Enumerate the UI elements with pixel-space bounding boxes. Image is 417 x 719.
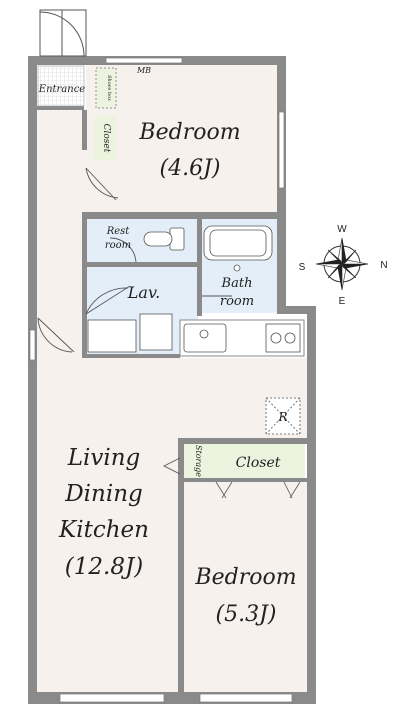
wall-rest-lav xyxy=(84,262,200,267)
interior-doors xyxy=(37,167,232,475)
wall-right-lower xyxy=(307,306,316,704)
entrance-door-frame xyxy=(39,9,87,57)
compass-star-icon xyxy=(315,237,369,291)
compass-n: N xyxy=(380,260,387,271)
bedroom-top-size: (4.6J) xyxy=(160,156,221,181)
windows xyxy=(29,57,293,703)
shoe-box xyxy=(95,67,117,109)
burner-1 xyxy=(270,332,282,344)
compass: N S E W xyxy=(299,224,388,307)
ldk-label-dining: Dining xyxy=(64,481,143,507)
burner-2 xyxy=(284,332,296,344)
window-bedroom-right xyxy=(278,111,285,189)
entrance-label: Entrance xyxy=(38,84,86,95)
washbasin-counter xyxy=(87,319,137,353)
window-bed2-bottom xyxy=(199,693,293,703)
bedroom-bottom-label: Bedroom xyxy=(194,565,296,590)
wall-entrance-bottom xyxy=(36,106,84,110)
restroom-label-2: room xyxy=(105,240,131,251)
window-ldk-bottom xyxy=(59,693,165,703)
door-bedroom-top xyxy=(85,167,119,201)
refrigerator-label: R xyxy=(277,410,287,424)
storage-label: Storage xyxy=(194,445,203,477)
closet-top-label: Closet xyxy=(101,124,111,153)
wall-closet-bottom xyxy=(178,478,308,482)
entrance-door xyxy=(39,9,87,57)
entrance-hatch xyxy=(37,65,85,107)
ldk-size: (12.8J) xyxy=(65,554,143,580)
refrigerator-x xyxy=(265,397,301,435)
door-ldk-left xyxy=(37,317,75,353)
wall-wet-bottom xyxy=(84,354,180,358)
wall-bedroom-bottom xyxy=(84,212,278,219)
compass-s: S xyxy=(299,262,306,273)
ldk-floor xyxy=(36,318,181,692)
closet-door-swings xyxy=(215,481,301,499)
bedroom-bottom-size: (5.3J) xyxy=(216,602,277,627)
wall-storage-top xyxy=(178,438,308,444)
ldk-label-kitchen: Kitchen xyxy=(58,517,149,543)
sink-drain xyxy=(199,329,209,339)
bath-drain xyxy=(233,264,241,272)
door-bed2 xyxy=(162,457,181,475)
bedroom-top-label: Bedroom xyxy=(138,120,240,145)
corridor-floor xyxy=(36,108,84,318)
wall-ldk-bedroom xyxy=(178,438,184,694)
toilet-bowl xyxy=(143,231,173,247)
wall-right-step xyxy=(277,306,316,314)
mb-label: MB xyxy=(136,66,151,75)
compass-w: W xyxy=(337,224,347,235)
storage-floor xyxy=(182,444,206,478)
closet-top-floor xyxy=(94,116,116,160)
bath-label-1: Bath xyxy=(221,276,253,291)
door-restroom xyxy=(109,237,137,263)
lav-label: Lav. xyxy=(127,283,160,302)
bedroom-bottom-floor xyxy=(184,480,307,692)
shoe-box-label: Shoes box xyxy=(106,75,112,101)
ldk-label-living: Living xyxy=(67,445,141,471)
window-left xyxy=(29,329,36,361)
wall-corridor-right xyxy=(82,110,87,150)
bath-label-2: room xyxy=(220,294,254,309)
fixtures xyxy=(87,225,301,499)
window-bedroom-top xyxy=(105,57,183,64)
wall-left xyxy=(28,56,37,704)
entrance-area xyxy=(37,65,117,109)
entrance-door-swing xyxy=(39,11,85,57)
restroom-label-1: Rest xyxy=(106,226,131,237)
door-lav xyxy=(85,285,131,315)
bathtub-inner xyxy=(209,229,267,257)
wall-wet-left xyxy=(82,212,87,358)
closet-bottom-floor xyxy=(206,444,305,478)
washing-machine xyxy=(139,313,173,351)
closet-bottom-label: Closet xyxy=(236,455,281,471)
compass-e: E xyxy=(339,296,346,307)
